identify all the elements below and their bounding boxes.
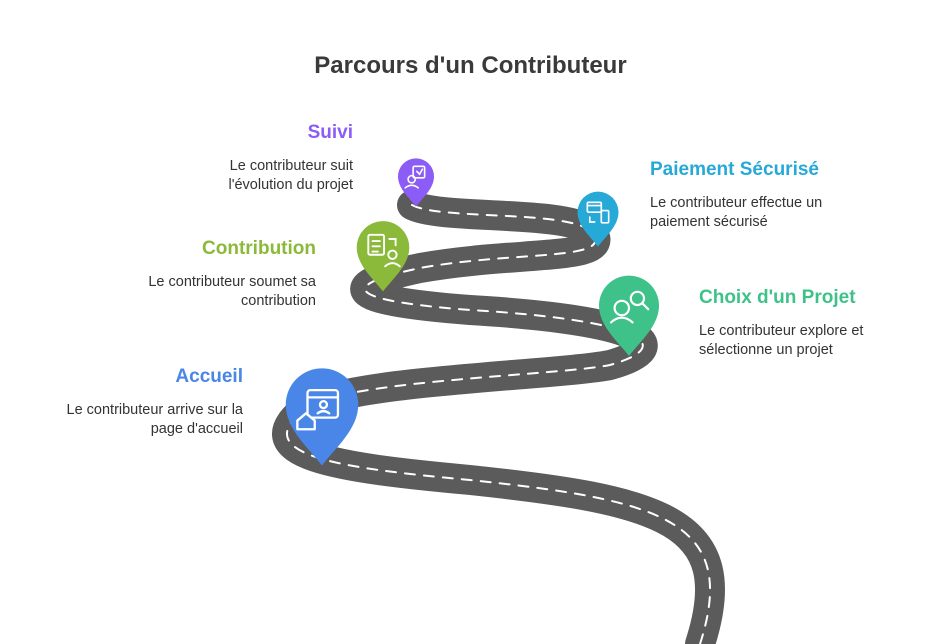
user-search-icon <box>609 290 650 324</box>
step-title-contribution: Contribution <box>202 238 316 259</box>
pin-accueil <box>285 368 359 466</box>
pin-paiement <box>577 191 619 247</box>
step-desc-contribution: Le contributeur soumet sa contribution <box>148 274 316 309</box>
step-desc-accueil: Le contributeur arrive sur la page d'acc… <box>66 402 244 437</box>
home-page-icon <box>296 388 340 431</box>
pin-suivi <box>398 158 434 207</box>
step-title-paiement: Paiement Sécurisé <box>650 159 819 180</box>
step-title-suivi: Suivi <box>307 122 353 143</box>
road-lane-marking <box>285 204 711 644</box>
diagram-title: Parcours d'un Contributeur <box>314 52 627 79</box>
tracking-user-icon <box>404 165 426 189</box>
payment-transfer-icon <box>586 201 610 224</box>
pin-contribution <box>356 221 410 292</box>
step-desc-suivi: Le contributeur suit l'évolution du proj… <box>228 158 354 193</box>
step-title-choix-projet: Choix d'un Projet <box>699 287 856 308</box>
step-desc-paiement: Le contributeur effectue un paiement séc… <box>650 195 823 230</box>
step-title-accueil: Accueil <box>175 366 243 387</box>
clipboard-user-icon <box>367 233 401 268</box>
pin-choix-projet <box>599 275 659 356</box>
step-desc-choix-projet: Le contributeur explore et sélectionne u… <box>699 323 864 358</box>
